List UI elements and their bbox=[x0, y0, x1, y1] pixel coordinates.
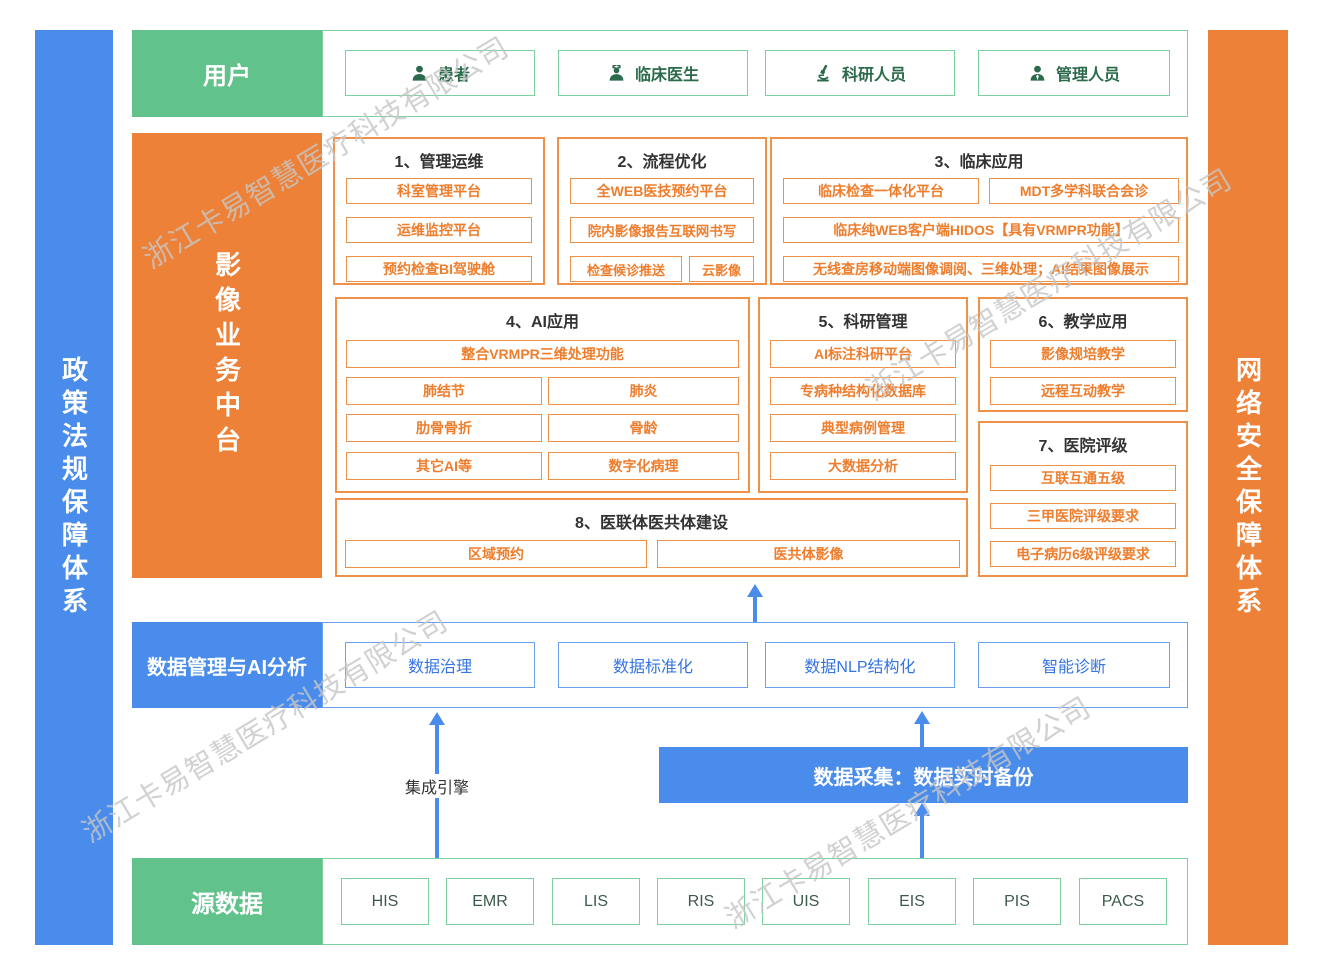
group-clinical-application: 3、临床应用 临床检查一体化平台 MDT多学科联合会诊 临床纯WEB客户端HID… bbox=[770, 137, 1188, 285]
group-5-title: 5、科研管理 bbox=[818, 314, 908, 331]
item-typical-cases: 典型病例管理 bbox=[770, 414, 956, 442]
item-bi-cockpit: 预约检查BI驾驶舱 bbox=[346, 256, 532, 282]
group-management-ops: 1、管理运维 科室管理平台 运维监控平台 预约检查BI驾驶舱 bbox=[333, 137, 545, 285]
arrow-collection-to-datamgmt bbox=[914, 711, 930, 747]
item-cloud-imaging: 云影像 bbox=[689, 256, 754, 282]
item-rib-fracture: 肋骨骨折 bbox=[346, 414, 542, 442]
imaging-platform-label: 影像业务中台 bbox=[211, 250, 242, 461]
item-intelligent-diagnosis: 智能诊断 bbox=[978, 642, 1170, 688]
item-mobile-rounds: 无线查房移动端图像调阅、三维处理；AI结果图像展示 bbox=[783, 256, 1179, 282]
network-security-sidebar: 网络安全保障体系 bbox=[1208, 30, 1288, 945]
arrow-up-to-platform bbox=[747, 584, 763, 622]
item-clinical-exam-platform: 临床检查一体化平台 bbox=[783, 178, 979, 204]
patient-icon bbox=[410, 64, 429, 83]
doctor-icon bbox=[607, 64, 626, 83]
group-ai-application: 4、AI应用 整合VRMPR三维处理功能 肺结节 肺炎 肋骨骨折 骨龄 其它AI… bbox=[335, 297, 750, 493]
network-security-label: 网络安全保障体系 bbox=[1232, 355, 1263, 620]
group-process-optimization: 2、流程优化 全WEB医技预约平台 院内影像报告互联网书写 检查候诊推送 云影像 bbox=[557, 137, 767, 285]
item-community-imaging: 医共体影像 bbox=[657, 540, 960, 568]
group-3-title: 3、临床应用 bbox=[934, 154, 1024, 171]
item-mdt-consultation: MDT多学科联合会诊 bbox=[989, 178, 1179, 204]
policy-regulation-label: 政策法规保障体系 bbox=[58, 355, 89, 620]
group-1-title: 1、管理运维 bbox=[394, 154, 484, 171]
user-patient-label: 患者 bbox=[437, 67, 470, 84]
imaging-platform-label-box: 影像业务中台 bbox=[132, 133, 322, 578]
item-data-governance: 数据治理 bbox=[345, 642, 535, 688]
system-uis: UIS bbox=[762, 878, 850, 925]
item-queue-push: 检查候诊推送 bbox=[570, 256, 682, 282]
item-interconnect-level5: 互联互通五级 bbox=[990, 465, 1176, 491]
item-lung-nodule: 肺结节 bbox=[346, 377, 542, 405]
item-data-standardization: 数据标准化 bbox=[558, 642, 748, 688]
user-manager-label: 管理人员 bbox=[1055, 67, 1120, 84]
system-lis: LIS bbox=[552, 878, 640, 925]
data-collection-bar: 数据采集：数据实时备份 bbox=[659, 747, 1188, 803]
group-7-title: 7、医院评级 bbox=[1038, 438, 1128, 455]
users-row-label: 用户 bbox=[132, 30, 322, 117]
system-eis: EIS bbox=[868, 878, 956, 925]
group-4-title: 4、AI应用 bbox=[506, 314, 579, 331]
data-mgmt-row-label: 数据管理与AI分析 bbox=[132, 622, 322, 708]
system-his: HIS bbox=[341, 878, 429, 925]
item-web-booking: 全WEB医技预约平台 bbox=[570, 178, 754, 204]
user-patient: 患者 bbox=[345, 50, 535, 96]
policy-regulation-sidebar: 政策法规保障体系 bbox=[35, 30, 113, 945]
item-ai-annotation: AI标注科研平台 bbox=[770, 340, 956, 368]
item-imaging-training: 影像规培教学 bbox=[990, 340, 1176, 368]
item-regional-booking: 区域预约 bbox=[345, 540, 647, 568]
item-data-nlp: 数据NLP结构化 bbox=[765, 642, 955, 688]
item-big-data-analysis: 大数据分析 bbox=[770, 452, 956, 480]
user-clinician-label: 临床医生 bbox=[634, 67, 699, 84]
group-hospital-rating: 7、医院评级 互联互通五级 三甲医院评级要求 电子病历6级评级要求 bbox=[978, 421, 1188, 577]
group-2-title: 2、流程优化 bbox=[617, 154, 707, 171]
system-emr: EMR bbox=[446, 878, 534, 925]
source-data-row-label: 源数据 bbox=[132, 858, 322, 945]
item-bone-age: 骨龄 bbox=[548, 414, 739, 442]
item-pneumonia: 肺炎 bbox=[548, 377, 739, 405]
user-researcher: 科研人员 bbox=[765, 50, 955, 96]
item-remote-teaching: 远程互动教学 bbox=[990, 377, 1176, 405]
arrow-source-to-collection bbox=[914, 803, 930, 858]
item-hidos-client: 临床纯WEB客户端HIDOS【具有VRMPR功能】 bbox=[783, 217, 1179, 243]
item-emr-level6-req: 电子病历6级评级要求 bbox=[990, 541, 1176, 567]
user-manager: 管理人员 bbox=[978, 50, 1170, 96]
item-ops-monitor-platform: 运维监控平台 bbox=[346, 217, 532, 243]
integration-engine-label: 集成引擎 bbox=[400, 774, 474, 798]
group-8-title: 8、医联体医共体建设 bbox=[575, 515, 728, 532]
group-6-title: 6、教学应用 bbox=[1038, 314, 1128, 331]
user-clinician: 临床医生 bbox=[558, 50, 748, 96]
item-tier3-hospital-req: 三甲医院评级要求 bbox=[990, 503, 1176, 529]
group-medical-consortium: 8、医联体医共体建设 区域预约 医共体影像 bbox=[335, 498, 968, 577]
item-dept-mgmt-platform: 科室管理平台 bbox=[346, 178, 532, 204]
group-research-mgmt: 5、科研管理 AI标注科研平台 专病种结构化数据库 典型病例管理 大数据分析 bbox=[758, 297, 968, 493]
system-pacs: PACS bbox=[1079, 878, 1167, 925]
system-ris: RIS bbox=[657, 878, 745, 925]
item-other-ai: 其它AI等 bbox=[346, 452, 542, 480]
manager-icon bbox=[1028, 64, 1047, 83]
system-pis: PIS bbox=[973, 878, 1061, 925]
item-report-writing: 院内影像报告互联网书写 bbox=[570, 217, 754, 243]
item-disease-database: 专病种结构化数据库 bbox=[770, 377, 956, 405]
item-vrmpr-3d: 整合VRMPR三维处理功能 bbox=[346, 340, 739, 368]
microscope-icon bbox=[814, 64, 833, 83]
item-digital-pathology: 数字化病理 bbox=[548, 452, 739, 480]
user-researcher-label: 科研人员 bbox=[841, 67, 906, 84]
group-teaching-application: 6、教学应用 影像规培教学 远程互动教学 bbox=[978, 297, 1188, 412]
